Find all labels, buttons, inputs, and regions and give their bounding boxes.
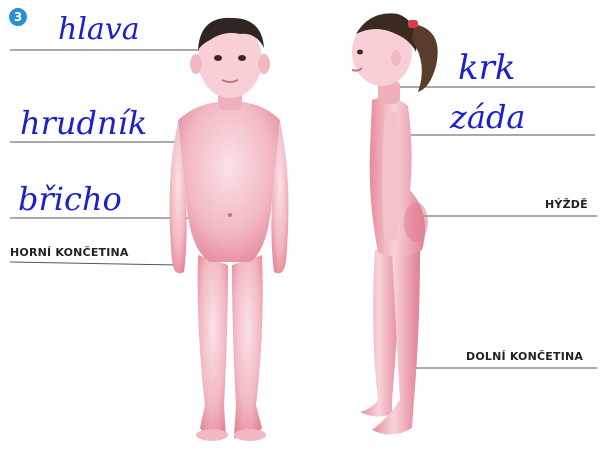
handwritten-belly: břicho bbox=[18, 180, 122, 218]
upper-limb-line bbox=[10, 262, 180, 265]
boy-navel bbox=[228, 213, 232, 217]
boy-ear-left bbox=[190, 54, 202, 74]
boy-ear-right bbox=[258, 54, 270, 74]
handwritten-chest: hrudník bbox=[20, 104, 147, 142]
handwritten-back: záda bbox=[450, 98, 526, 136]
boy-foot-right bbox=[234, 429, 266, 441]
handwritten-head: hlava bbox=[58, 12, 140, 47]
label-upper-limb: HORNÍ KONČETINA bbox=[10, 246, 129, 259]
label-lower-limb: DOLNÍ KONČETINA bbox=[466, 350, 583, 363]
boy-left-leg bbox=[198, 255, 228, 439]
girl-buttocks bbox=[404, 202, 428, 242]
boy-right-leg bbox=[232, 255, 263, 439]
boy-figure bbox=[170, 18, 289, 441]
girl-figure bbox=[352, 13, 438, 434]
boy-torso bbox=[178, 102, 280, 262]
label-buttocks: HÝŽDĚ bbox=[545, 198, 588, 211]
boy-eye-right bbox=[238, 55, 246, 61]
girl-eye bbox=[357, 50, 363, 55]
handwritten-neck: krk bbox=[458, 48, 515, 88]
girl-arm bbox=[382, 112, 400, 242]
boy-foot-left bbox=[196, 429, 228, 441]
girl-ear bbox=[391, 50, 401, 66]
girl-ponytail bbox=[412, 24, 438, 92]
boy-eye-left bbox=[214, 55, 222, 61]
girl-hair-tie bbox=[408, 20, 418, 28]
